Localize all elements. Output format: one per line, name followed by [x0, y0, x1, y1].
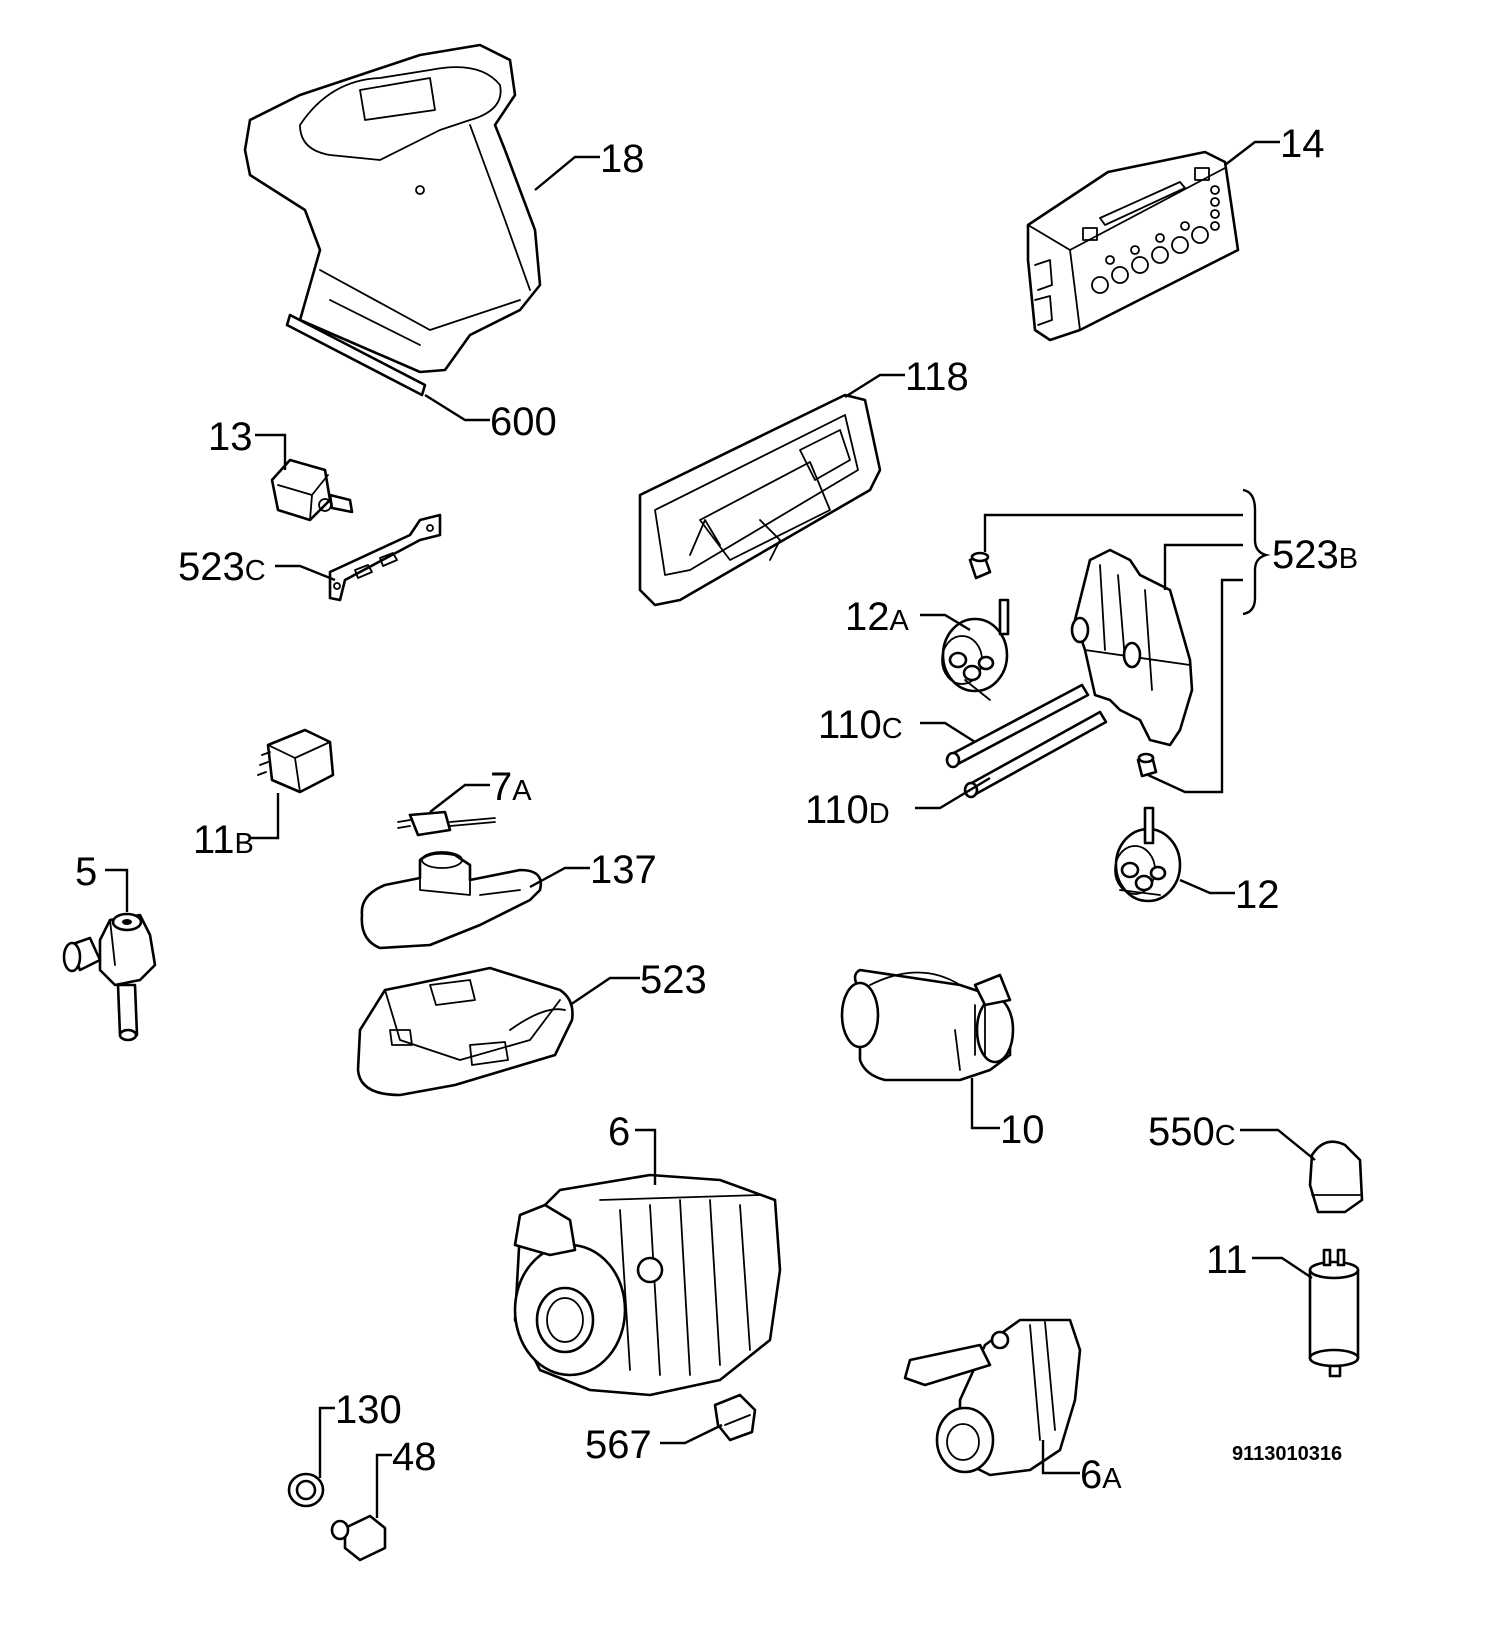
label-12a-suffix: A: [890, 605, 910, 637]
brace-523b: [1242, 488, 1271, 616]
part-10-heater: [840, 968, 1015, 1082]
label-13: 13: [208, 415, 253, 459]
part-523c-bracket: [328, 513, 442, 602]
label-550c-suffix: C: [1215, 1120, 1236, 1152]
leader-137: [529, 866, 590, 889]
leader-130: [318, 1406, 335, 1478]
label-110d-number: 110: [805, 788, 869, 832]
label-12a: 12A: [845, 595, 910, 639]
label-6a-number: 6: [1080, 1453, 1102, 1497]
leader-5: [105, 868, 129, 912]
leader-lines: [105, 140, 1316, 1518]
label-523c-suffix: C: [245, 555, 266, 587]
leader-110c: [920, 721, 976, 744]
part-523b-plug-lower: [1136, 752, 1158, 778]
label-137: 137: [590, 848, 657, 892]
part-137-float: [360, 851, 543, 950]
label-7a-number: 7: [490, 765, 512, 809]
part-567-clip: [713, 1393, 757, 1442]
leader-523b-low: [1147, 578, 1243, 794]
part-11b-relay: [257, 728, 335, 794]
leader-523: [569, 976, 640, 1006]
label-130: 130: [335, 1388, 402, 1432]
leader-7a: [429, 783, 490, 813]
leader-10: [970, 1078, 1000, 1130]
label-6: 6: [608, 1110, 630, 1154]
part-5-inlet-valve: [62, 912, 157, 1042]
label-11b: 11B: [193, 818, 254, 862]
part-110c-hose: [945, 683, 1090, 769]
label-110c-suffix: C: [882, 713, 903, 745]
leader-13: [255, 433, 287, 470]
part-523b-plug-upper: [968, 551, 992, 580]
leader-6a: [1041, 1440, 1080, 1475]
label-523: 523: [640, 958, 707, 1002]
label-110d: 110D: [805, 788, 890, 832]
label-14: 14: [1280, 122, 1325, 166]
label-12: 12: [1235, 873, 1280, 917]
part-13-switch: [270, 458, 354, 522]
label-600: 600: [490, 400, 557, 444]
part-600-seal-strip: [285, 313, 427, 397]
part-118-dispenser: [638, 393, 882, 607]
label-110c-number: 110: [818, 703, 882, 747]
leader-6: [635, 1128, 657, 1185]
part-523b-holder: [1070, 548, 1194, 747]
leader-18: [534, 155, 600, 191]
part-550c-cap: [1308, 1140, 1364, 1214]
label-523c-number: 523: [178, 545, 245, 589]
leader-11: [1252, 1256, 1313, 1279]
label-550c: 550C: [1148, 1110, 1236, 1154]
label-118: 118: [905, 355, 969, 399]
label-7a-suffix: A: [512, 775, 532, 807]
label-6a-suffix: A: [1102, 1463, 1122, 1495]
label-10: 10: [1000, 1108, 1045, 1152]
part-18-duct: [243, 43, 542, 374]
part-110d-hose: [963, 710, 1108, 799]
part-14-control-module: [1026, 150, 1240, 342]
label-550c-number: 550: [1148, 1110, 1215, 1154]
part-11-capacitor: [1308, 1248, 1360, 1378]
part-6-pump-motor: [513, 1173, 782, 1397]
leader-523b-top: [983, 513, 1243, 552]
label-110d-suffix: D: [869, 798, 890, 830]
label-523b-number: 523: [1272, 533, 1339, 577]
part-12a-pressure-switch: [941, 598, 1010, 701]
leader-118: [844, 373, 905, 399]
label-12a-number: 12: [845, 595, 890, 639]
part-12-pressure-switch: [1114, 806, 1182, 903]
label-523b-suffix: B: [1339, 543, 1358, 575]
label-11: 11: [1206, 1238, 1248, 1282]
label-110c: 110C: [818, 703, 903, 747]
label-11b-number: 11: [193, 818, 235, 862]
part-6a-drain-pump: [903, 1318, 1082, 1477]
label-523c: 523C: [178, 545, 266, 589]
label-567: 567: [585, 1423, 652, 1467]
leader-550c: [1240, 1128, 1316, 1161]
label-6a: 6A: [1080, 1453, 1122, 1497]
leader-567: [660, 1423, 723, 1445]
document-number: 9113010316: [1232, 1443, 1342, 1465]
leader-12a: [920, 613, 971, 632]
label-5: 5: [75, 850, 97, 894]
part-130-seal-ring: [287, 1472, 325, 1508]
leader-11b: [250, 793, 280, 840]
leader-523b-mid: [1163, 543, 1243, 590]
part-7a-thermostat: [397, 810, 496, 837]
leader-48: [375, 1453, 392, 1518]
part-523-float-housing: [356, 966, 574, 1097]
label-11b-suffix: B: [235, 828, 254, 860]
label-523b: 523B: [1272, 533, 1358, 577]
leader-12: [1179, 878, 1235, 895]
leader-14: [1224, 140, 1280, 166]
leader-600: [424, 393, 490, 422]
label-18: 18: [600, 137, 645, 181]
leader-110d: [915, 776, 991, 810]
label-48: 48: [392, 1435, 437, 1479]
label-7a: 7A: [490, 765, 532, 809]
leader-523c: [275, 564, 336, 582]
part-48-plug: [330, 1514, 387, 1562]
